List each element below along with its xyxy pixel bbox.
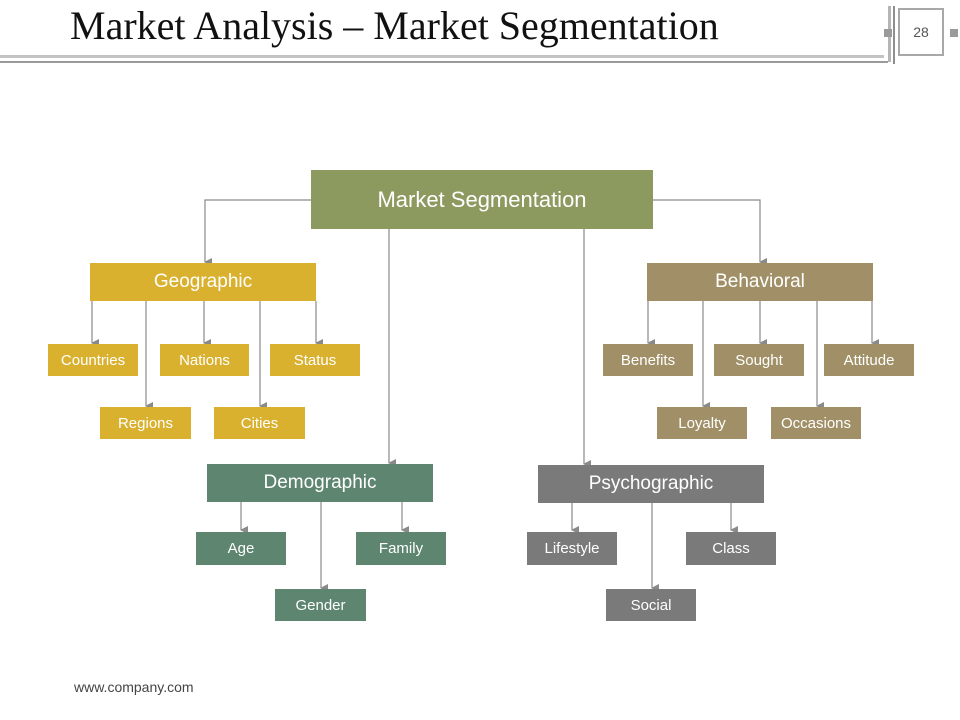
node-nations: Nations <box>160 344 249 376</box>
node-sought: Sought <box>714 344 804 376</box>
node-age: Age <box>196 532 286 565</box>
node-countries: Countries <box>48 344 138 376</box>
node-occasions: Occasions <box>771 407 861 439</box>
connector-root-behavioral <box>653 199 767 266</box>
connector-root-geographic <box>204 199 311 266</box>
node-market-segmentation: Market Segmentation <box>311 170 653 229</box>
node-regions: Regions <box>100 407 191 439</box>
divider-square-left <box>884 29 892 37</box>
node-behavioral: Behavioral <box>647 263 873 301</box>
header-divider-secondary <box>893 6 895 64</box>
footer-website: www.company.com <box>74 679 194 695</box>
divider-square-right <box>950 29 958 37</box>
node-cities: Cities <box>214 407 305 439</box>
node-benefits: Benefits <box>603 344 693 376</box>
node-attitude: Attitude <box>824 344 914 376</box>
page-number: 28 <box>898 8 944 56</box>
node-lifestyle: Lifestyle <box>527 532 617 565</box>
node-family: Family <box>356 532 446 565</box>
node-class: Class <box>686 532 776 565</box>
node-loyalty: Loyalty <box>657 407 747 439</box>
node-psychographic: Psychographic <box>538 465 764 503</box>
slide-title: Market Analysis – Market Segmentation <box>70 3 719 48</box>
node-geographic: Geographic <box>90 263 316 301</box>
title-underline <box>0 55 884 58</box>
node-gender: Gender <box>275 589 366 621</box>
node-status: Status <box>270 344 360 376</box>
node-demographic: Demographic <box>207 464 433 502</box>
title-underline-secondary <box>0 61 888 63</box>
node-social: Social <box>606 589 696 621</box>
